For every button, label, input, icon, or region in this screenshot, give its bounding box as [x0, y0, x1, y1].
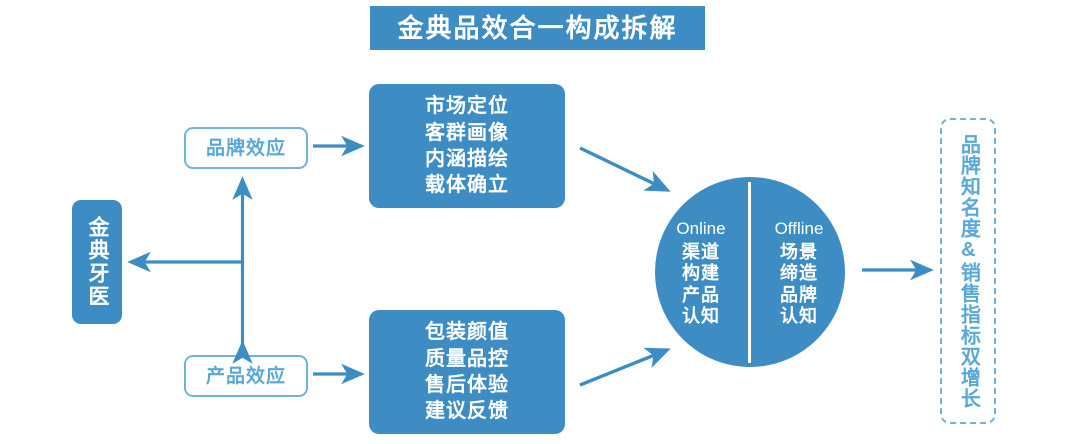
arrow-top-box-to-circle: [579, 146, 671, 192]
offline-line: 缔造: [780, 263, 818, 284]
online-caption: Online: [676, 218, 726, 238]
brand-detail-line: 市场定位: [425, 95, 509, 118]
brand-detail-box: 市场定位 客群画像 内涵描绘 载体确立: [369, 84, 565, 208]
outcome-box: 品牌知名度&销售指标双增长: [940, 118, 996, 424]
product-detail-line: 建议反馈: [425, 400, 509, 423]
offline-line: 场景: [780, 241, 818, 262]
brand-effect-pill: 品牌效应: [184, 127, 308, 169]
brand-box-label: 金典牙医: [86, 216, 110, 308]
offline-line: 认知: [780, 306, 818, 327]
product-detail-line: 包装颜值: [425, 321, 509, 344]
product-detail-line: 质量品控: [425, 347, 509, 370]
brand-effect-label: 品牌效应: [205, 137, 286, 159]
arrow-bottom-box-to-circle: [579, 347, 671, 387]
diagram-title-text: 金典品效合一构成拆解: [397, 13, 678, 43]
online-line: 构建: [682, 263, 720, 284]
circle-half-offline: Offline 场景 缔造 品牌 认知: [750, 177, 845, 367]
brand-detail-line: 客群画像: [425, 121, 509, 144]
diagram-title: 金典品效合一构成拆解: [370, 6, 705, 50]
product-detail-box: 包装颜值 质量品控 售后体验 建议反馈: [369, 310, 565, 434]
brand-box: 金典牙医: [72, 200, 122, 324]
circle-divider: [748, 182, 751, 363]
circle-half-online: Online 渠道 构建 产品 认知: [655, 177, 750, 367]
online-line: 渠道: [682, 241, 720, 262]
product-effect-label: 产品效应: [205, 365, 286, 387]
offline-line: 品牌: [780, 284, 818, 305]
brand-detail-line: 内涵描绘: [425, 148, 509, 170]
online-line: 产品: [682, 284, 720, 305]
offline-caption: Offline: [774, 218, 824, 238]
outcome-label: 品牌知名度&销售指标双增长: [957, 133, 980, 409]
product-effect-pill: 产品效应: [184, 355, 308, 397]
online-line: 认知: [682, 306, 720, 327]
brand-detail-line: 载体确立: [425, 174, 509, 197]
product-detail-line: 售后体验: [425, 374, 509, 396]
